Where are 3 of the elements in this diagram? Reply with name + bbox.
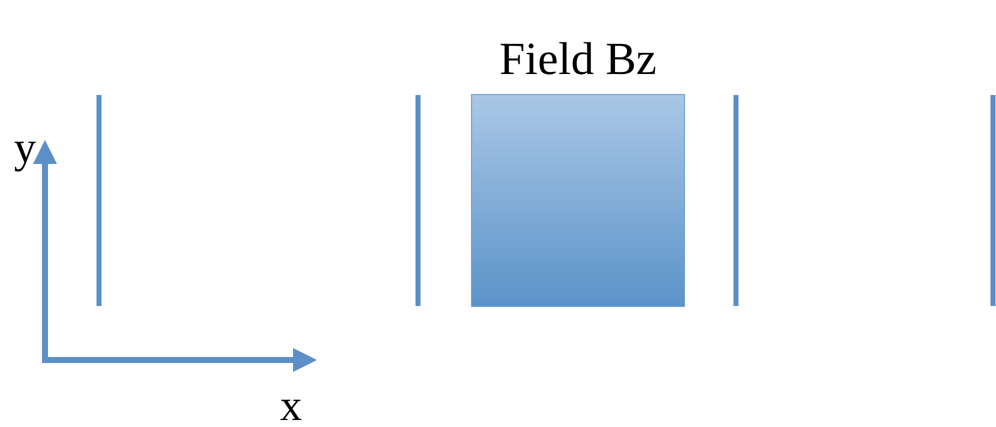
axis-label: x [280,384,302,427]
axis-label: y [14,126,36,170]
field-title: Field Bz [499,35,657,83]
